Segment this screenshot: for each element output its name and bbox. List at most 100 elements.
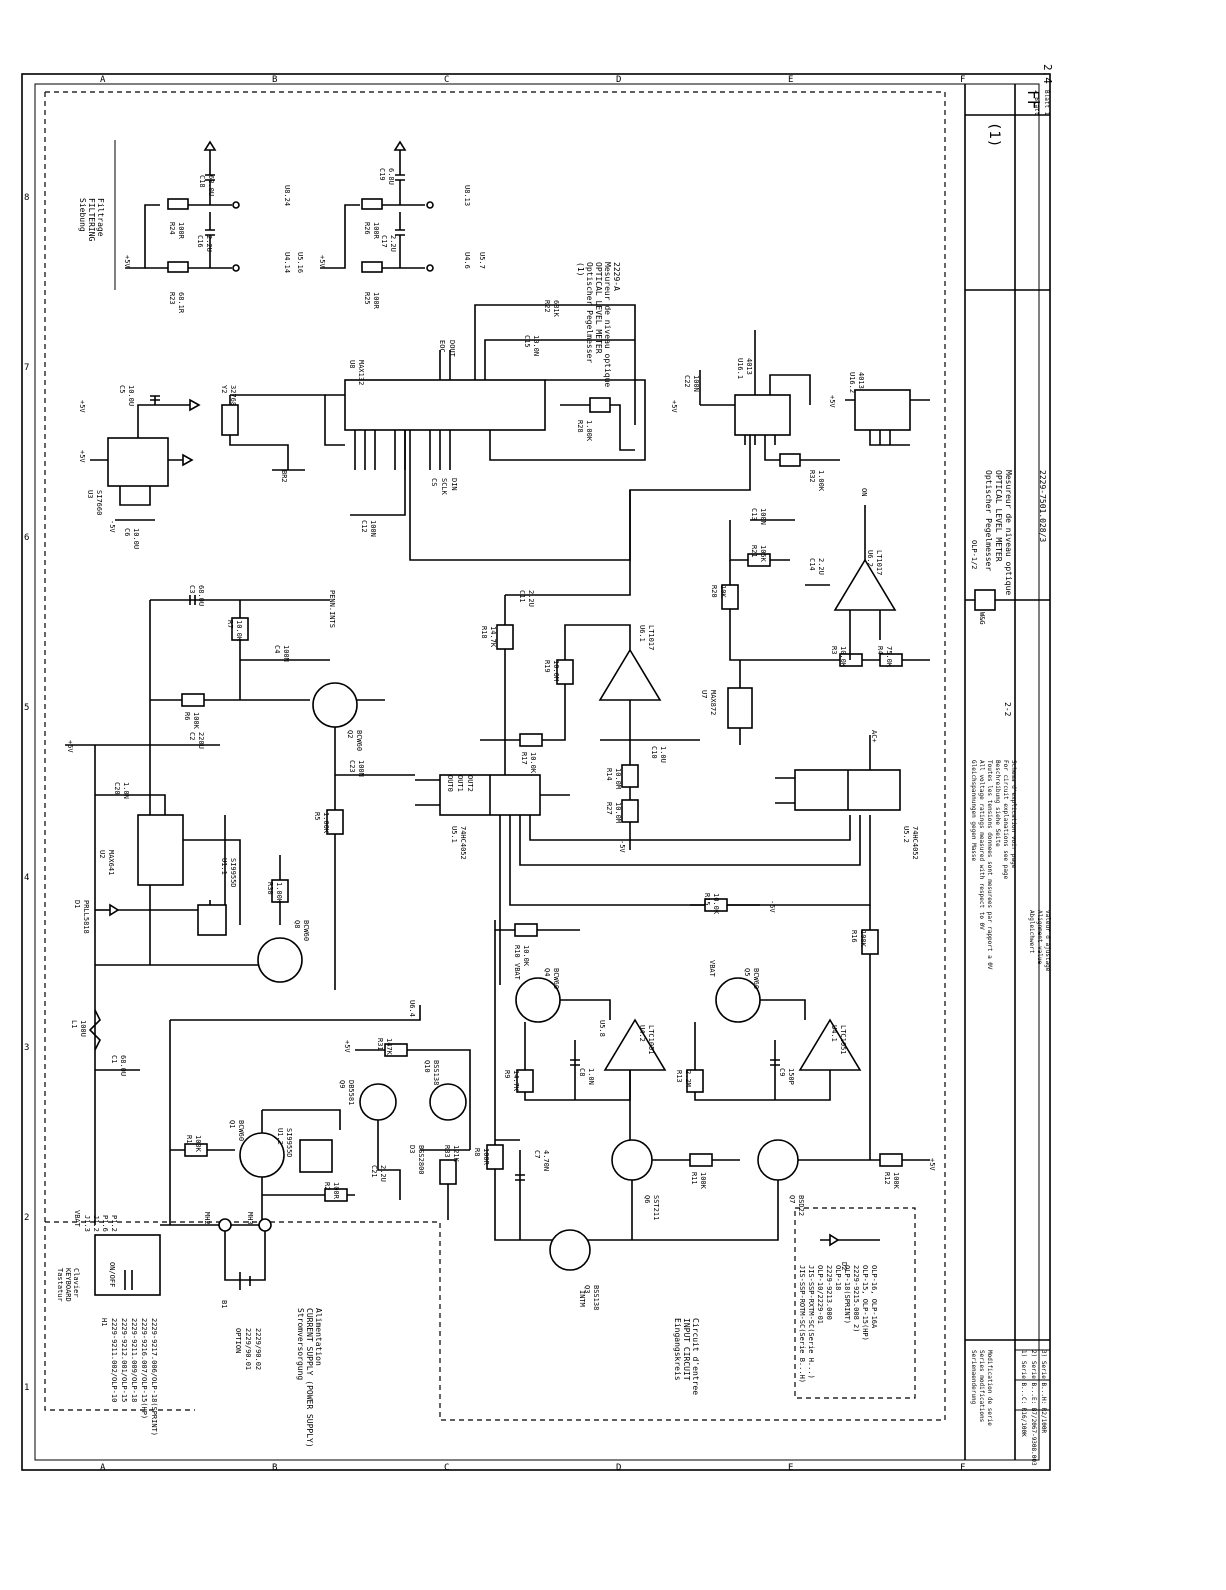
label-D3-line-1: BSS2800 [417, 1145, 425, 1175]
label-C15-line-1: 10.0N [532, 335, 540, 356]
ff-mark: FF [1024, 90, 1043, 109]
label-U1_1-line-1: SI9955D [229, 858, 237, 888]
label-R12-line-1: 100K [892, 1172, 900, 1190]
label-Q9-line-0: Q9 [338, 1080, 346, 1088]
label-C21-line-0: C21 [370, 1165, 378, 1178]
label-J1-line-2: P1.6 [101, 1215, 109, 1232]
label-R26-line-1: 100R [372, 222, 380, 240]
zone-letter-E-0: E [788, 75, 793, 85]
alignment-de: Abgleichwert [1028, 910, 1035, 954]
label-U4_2-line-0: U4.2 [638, 1025, 646, 1042]
note2-fr: Schema d'explication voir page [1010, 760, 1017, 869]
label-BR2: BR2 [280, 470, 288, 483]
label-U6_1-line-1: LT1017 [647, 625, 655, 650]
label-R18-line-1: 14.7K [489, 626, 497, 648]
on-off-switch [124, 1270, 133, 1290]
charge-pump-U3 [90, 395, 201, 521]
fet-Q3 [549, 1229, 591, 1271]
keyboard-connector [94, 1234, 161, 1296]
resistor-R28 [589, 397, 611, 413]
keyboard-battery-section [94, 1218, 272, 1296]
label-R8-line-0: R8 [473, 1148, 481, 1156]
series-row-line-2: 3) Serie B...H: R2/100R [1040, 1350, 1047, 1433]
title-block [964, 84, 1050, 1460]
resistor-R5 [326, 809, 344, 835]
net-label-6: +5V [343, 1040, 351, 1053]
label-C11-line-0: C11 [518, 590, 526, 603]
net-label-7: VBAT [73, 1210, 81, 1228]
label-Q2-line-0: Q2 [346, 730, 354, 738]
label-U7-line-1: MAX872 [709, 690, 717, 715]
label-U16_2-line-0: U16.2 [848, 372, 856, 393]
reference-U7 [727, 687, 753, 729]
input-circuit-title-line-1: INPUT CIRCUIT [682, 1318, 691, 1381]
zone-number-2: 2 [24, 1213, 29, 1223]
label-R22-line-1: 681K [552, 300, 560, 318]
label-R28-line-1: 1.00K [585, 420, 593, 442]
label-C17-line-0: C17 [380, 235, 388, 248]
label-R14-line-0: R14 [605, 768, 613, 781]
resistor-R7 [231, 617, 249, 641]
net-label-24: DOUT [448, 340, 456, 358]
label-R30-line-0: R30 [266, 882, 274, 895]
resistor-R6 [181, 693, 205, 707]
opamp-U4-2 [603, 1018, 667, 1071]
company-logo [974, 589, 996, 611]
alignment-fr: Valeur d'ajustage [1044, 910, 1051, 972]
sensor-list-line-5: OLP-18(SPRINT) [843, 1265, 851, 1324]
label-C5-line-1: 10.0U [127, 385, 135, 406]
label-C6-line-1: 10.0U [132, 528, 140, 549]
label-R32-line-0: R32 [808, 470, 816, 483]
label-U5_1-line-0: U5.1 [450, 826, 458, 843]
title-fr: Mesureur de niveau optique [1004, 470, 1013, 595]
resistor-R23 [167, 261, 189, 273]
resistor-R10 [514, 923, 538, 937]
resistor-R21 [747, 553, 771, 567]
label-C20-line-1: 1.0N [122, 782, 130, 799]
net-label-11: VBAT [708, 960, 716, 978]
keyboard-list-line-0: H1 [100, 1318, 108, 1326]
fet-U1-1 [197, 904, 227, 936]
series-row-line-0: 1) Serie B...C: R16/100K [1020, 1350, 1027, 1437]
opamp-U4-1 [798, 1018, 862, 1071]
zone-number-3: 3 [24, 1043, 29, 1053]
label-C8-line-0: C8 [578, 1068, 586, 1076]
label-Y2-line-1: 32768 [229, 385, 237, 406]
jfet-Q7 [757, 1139, 799, 1181]
fet-Q10 [429, 1083, 467, 1121]
resistor-R8 [486, 1144, 504, 1170]
resistor-R1 [184, 1143, 208, 1157]
label-C14-line-1: 2.2U [817, 558, 825, 575]
label-U3-line-0: U3 [86, 490, 94, 498]
jfet-Q6 [611, 1139, 653, 1181]
label-C6-line-0: C6 [123, 528, 131, 536]
fet-Q9 [359, 1083, 397, 1121]
resistor-R27 [621, 799, 639, 823]
net-label-15: ON [860, 488, 868, 496]
label-U16-line-1: 4013 [745, 358, 753, 375]
label-Q8-line-1: BCW60 [302, 920, 310, 941]
label-C15-line-0: C15 [523, 335, 531, 348]
label-Q6-line-0: Q6 [643, 1195, 651, 1203]
filter-network [125, 140, 434, 273]
net-label-13: +5V [670, 400, 678, 413]
label-R14-line-1: 10.0M [614, 768, 622, 789]
label-R33-line-1: 121K [452, 1145, 460, 1163]
label-C4-line-1: 100N [282, 645, 290, 662]
keyboard-title-line-2: Clavier [72, 1268, 80, 1298]
product-code: OLP-1/2 [970, 540, 978, 570]
label-U4_1-line-0: U4.1 [830, 1025, 838, 1042]
label-U1_2-line-1: SI9955D [285, 1128, 293, 1158]
zone-number-1: 1 [24, 1383, 29, 1393]
label-L1-line-1: 100U [79, 1020, 87, 1037]
power-supply-section [65, 595, 471, 1225]
label-Q5-line-0: Q5 [743, 968, 751, 976]
label-R24-line-1: 100R [177, 222, 185, 240]
label-C3-line-1: 68.0U [197, 585, 205, 606]
label-U5_2-line-1: 74HC4052 [911, 826, 919, 860]
sensor-region-border [794, 1207, 916, 1399]
sensor-list-line-4: OLP-18 [834, 1265, 842, 1290]
label-R3-line-1: 10.0K [839, 646, 847, 668]
